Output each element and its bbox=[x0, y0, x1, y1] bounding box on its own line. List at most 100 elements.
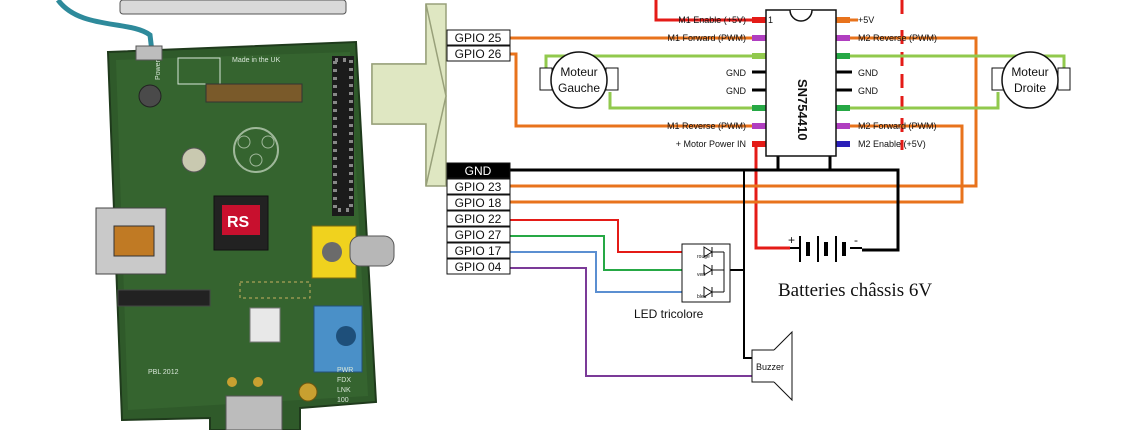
display-connector bbox=[205, 83, 303, 103]
lan-chip bbox=[249, 307, 281, 343]
gpio-label-18: GPIO 18 bbox=[455, 196, 502, 210]
gpio-box-23 bbox=[446, 178, 511, 195]
micro-usb-port bbox=[135, 45, 163, 61]
chip-notch bbox=[789, 9, 813, 22]
wire-motor-left-2 bbox=[608, 92, 760, 110]
gpio-box-gnd bbox=[446, 162, 511, 179]
led-color-red: rouge bbox=[697, 254, 710, 260]
motor-right-line2: Droite bbox=[1014, 81, 1046, 95]
connection-arrow-shape bbox=[371, 3, 447, 187]
mount-hole bbox=[298, 382, 318, 402]
case-edge bbox=[119, 0, 347, 15]
pbl-label: PBL 2012 bbox=[148, 369, 179, 376]
gpio-labels-top: GPIO 25 GPIO 26 bbox=[446, 29, 511, 62]
raspberry-logo bbox=[233, 127, 279, 173]
gpio-label-04: GPIO 04 bbox=[455, 260, 502, 274]
gpio-labels-bottom: GND GPIO 23 GPIO 18 GPIO 22 GPIO 27 GPIO… bbox=[446, 162, 511, 275]
lnk-label: LNK bbox=[337, 387, 351, 394]
motor-right-line1: Moteur bbox=[1011, 65, 1048, 79]
pin-gnd-left-2: GND bbox=[726, 86, 747, 96]
pin-gnd-right-1: GND bbox=[858, 68, 879, 78]
wire-motor-right-2 bbox=[842, 92, 1000, 110]
gpio-box-04 bbox=[446, 258, 511, 275]
gpio-box-22 bbox=[446, 210, 511, 227]
pin-m2-reverse: M2 Reverse (PWM) bbox=[858, 33, 937, 43]
wire-gpio04 bbox=[510, 267, 752, 377]
gpio-box-26 bbox=[446, 45, 511, 62]
gpio-label-gnd: GND bbox=[465, 164, 492, 178]
pin-gnd-left-1: GND bbox=[726, 68, 747, 78]
gpio-label-22: GPIO 22 bbox=[455, 212, 502, 226]
wire-gpio17 bbox=[510, 251, 682, 293]
buzzer: Buzzer bbox=[751, 330, 793, 402]
motor-left-line1: Moteur bbox=[560, 65, 597, 79]
ce-mark bbox=[177, 57, 221, 85]
audio-hole bbox=[336, 326, 356, 346]
pin-m1-reverse: M1 Reverse (PWM) bbox=[667, 121, 746, 131]
gpio-label-27: GPIO 27 bbox=[455, 228, 502, 242]
motor-left-line2: Gauche bbox=[558, 81, 600, 95]
gpio-header bbox=[332, 56, 354, 216]
led-label: LED tricolore bbox=[634, 307, 704, 321]
hdmi-opening bbox=[113, 225, 155, 257]
battery-minus: - bbox=[854, 233, 858, 247]
wire-gpio22 bbox=[510, 219, 682, 253]
pin-motor-power: + Motor Power IN bbox=[676, 139, 746, 149]
pin-gnd-right-2: GND bbox=[858, 86, 879, 96]
chip-pin1-label: 1 bbox=[768, 15, 773, 25]
gpio-box-27 bbox=[446, 226, 511, 243]
pin-m2-enable: M2 Enable (+5V) bbox=[858, 139, 926, 149]
gpio-box-18 bbox=[446, 194, 511, 211]
pin-5v: +5V bbox=[858, 15, 874, 25]
wire-gpio26 bbox=[510, 52, 760, 128]
wire-gpio18 bbox=[510, 124, 964, 204]
wire-m1-enable bbox=[654, 0, 760, 22]
pin-m1-forward: M1 Forward (PWM) bbox=[668, 33, 747, 43]
pin-m2-forward: M2 Forward (PWM) bbox=[858, 121, 937, 131]
gpio-label-23: GPIO 23 bbox=[455, 180, 502, 194]
gpio-header-pins bbox=[333, 58, 353, 212]
gpio-box-17 bbox=[446, 242, 511, 259]
battery-plus: + bbox=[788, 233, 795, 247]
pad-1 bbox=[227, 377, 237, 387]
gpio-box-25 bbox=[446, 29, 511, 46]
made-in-label: Made in the UK bbox=[232, 57, 281, 64]
raspberry-pi-board-photo: Made in the UK Power RS bbox=[55, 0, 395, 430]
rca-hole bbox=[322, 242, 342, 262]
capacitor-2 bbox=[181, 147, 207, 173]
gpio-label-25: GPIO 25 bbox=[455, 31, 502, 45]
usb-cable bbox=[55, 0, 155, 53]
battery-label: Batteries châssis 6V bbox=[778, 280, 932, 301]
gpio-label-17: GPIO 17 bbox=[455, 244, 502, 258]
chip-pin-stubs bbox=[752, 17, 850, 147]
usb-port bbox=[225, 395, 283, 430]
battery: + - Batteries châssis 6V bbox=[778, 233, 932, 301]
sn754410-chip bbox=[765, 9, 837, 157]
rgb-led: rouge vert bleu LED tricolore bbox=[634, 243, 731, 321]
rca-barrel bbox=[349, 235, 395, 267]
wire-gpio27 bbox=[510, 235, 682, 271]
gpio-label-26: GPIO 26 bbox=[455, 47, 502, 61]
speed-label: 100 bbox=[337, 397, 349, 404]
rs-logo bbox=[222, 205, 260, 235]
led-color-blue: bleu bbox=[697, 294, 707, 300]
pad-2 bbox=[253, 377, 263, 387]
led-color-green: vert bbox=[697, 272, 706, 278]
chip-name: SN754410 bbox=[795, 79, 810, 140]
motor-left: Moteur Gauche bbox=[539, 51, 619, 109]
wire-gnd-main bbox=[510, 168, 900, 252]
pin-m1-enable: M1 Enable (+5V) bbox=[678, 15, 746, 25]
pin-pads bbox=[239, 281, 311, 299]
buzzer-cone bbox=[773, 330, 793, 402]
wire-gnd-buzzer bbox=[743, 170, 752, 359]
fdx-label: FDX bbox=[337, 377, 351, 384]
power-label: Power bbox=[155, 59, 162, 80]
motor-right: Moteur Droite bbox=[991, 51, 1071, 109]
capacitor bbox=[138, 84, 162, 108]
rs-logo-text: RS bbox=[227, 214, 250, 231]
wire-motor-power bbox=[754, 142, 790, 250]
camera-connector bbox=[117, 289, 211, 307]
buzzer-label: Buzzer bbox=[756, 362, 784, 372]
